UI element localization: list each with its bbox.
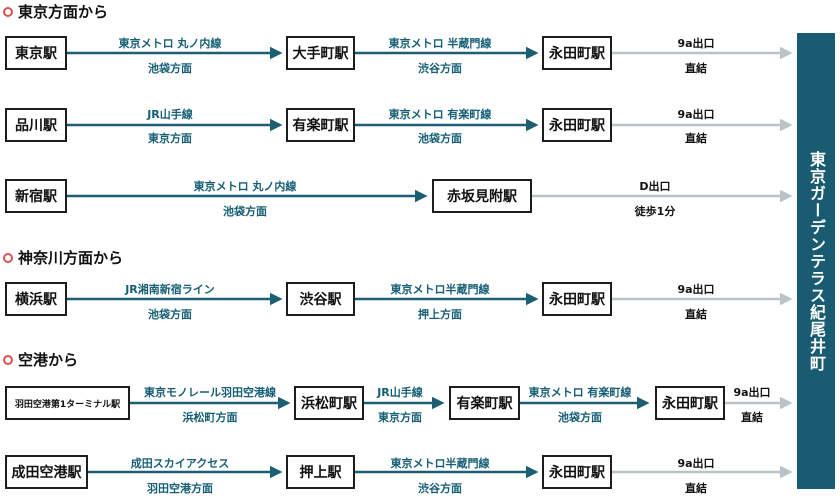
station-box: 有楽町駅 bbox=[449, 386, 520, 420]
line-label: 東京メトロ半蔵門線 bbox=[390, 457, 490, 470]
line-label: JR山手線 bbox=[147, 108, 193, 121]
line-label: JR山手線 bbox=[377, 386, 423, 399]
exit-label: 9a出口 bbox=[733, 386, 771, 399]
station-box: 横浜駅 bbox=[5, 282, 67, 316]
destination-box: 東京ガーデンテラス紀尾井町 bbox=[797, 33, 835, 489]
circle-marker-icon bbox=[3, 252, 13, 263]
exit-label: 9a出口 bbox=[677, 37, 715, 50]
station-box: 押上駅 bbox=[286, 455, 355, 489]
line-label: 成田スカイアクセス bbox=[130, 457, 230, 470]
direction-label: 押上方面 bbox=[418, 308, 462, 321]
station-box: 有楽町駅 bbox=[286, 108, 355, 142]
access-label: 直結 bbox=[685, 308, 707, 321]
station-box: 永田町駅 bbox=[542, 108, 612, 142]
direction-label: 渋谷方面 bbox=[418, 62, 462, 75]
section-title: 東京方面から bbox=[18, 3, 109, 21]
station-box: 成田空港駅 bbox=[5, 455, 88, 489]
section-header-tokyo: 東京方面から bbox=[3, 1, 108, 22]
direction-label: 渋谷方面 bbox=[418, 482, 462, 495]
access-label: 直結 bbox=[741, 411, 763, 424]
station-box: 新宿駅 bbox=[5, 179, 67, 213]
circle-marker-icon bbox=[3, 6, 13, 17]
line-label: 東京メトロ半蔵門線 bbox=[390, 283, 490, 296]
circle-marker-icon bbox=[3, 354, 13, 365]
direction-label: 東京方面 bbox=[378, 411, 422, 424]
exit-label: 9a出口 bbox=[677, 283, 715, 296]
line-label: 東京メトロ 丸ノ内線 bbox=[118, 37, 222, 50]
station-box: 永田町駅 bbox=[542, 36, 612, 70]
direction-label: 池袋方面 bbox=[223, 205, 267, 218]
direction-label: 池袋方面 bbox=[558, 411, 602, 424]
line-label: 東京メトロ 丸ノ内線 bbox=[193, 180, 297, 193]
exit-label: 9a出口 bbox=[677, 108, 715, 121]
direction-label: 羽田空港方面 bbox=[147, 482, 213, 495]
line-label: 東京メトロ 半蔵門線 bbox=[388, 37, 492, 50]
station-box: 浜松町駅 bbox=[294, 386, 364, 420]
direction-label: 池袋方面 bbox=[148, 308, 192, 321]
direction-label: 浜松町方面 bbox=[182, 411, 238, 424]
access-label: 直結 bbox=[685, 132, 707, 145]
station-box: 大手町駅 bbox=[286, 36, 355, 70]
section-title: 空港から bbox=[18, 351, 79, 369]
direction-label: 池袋方面 bbox=[148, 62, 192, 75]
access-label: 徒歩1分 bbox=[634, 205, 676, 218]
station-box: 品川駅 bbox=[5, 108, 67, 142]
exit-label: 9a出口 bbox=[677, 457, 715, 470]
station-box: 東京駅 bbox=[5, 36, 67, 70]
line-label: 東京メトロ 有楽町線 bbox=[388, 108, 492, 121]
station-box: 永田町駅 bbox=[542, 282, 612, 316]
access-label: 直結 bbox=[685, 62, 707, 75]
section-title: 神奈川方面から bbox=[18, 249, 124, 267]
line-label: 東京メトロ 有楽町線 bbox=[528, 386, 632, 399]
station-box: 赤坂見附駅 bbox=[432, 179, 532, 213]
exit-label: D出口 bbox=[639, 180, 671, 193]
station-box: 永田町駅 bbox=[655, 386, 725, 420]
access-label: 直結 bbox=[685, 482, 707, 495]
section-header-airport: 空港から bbox=[3, 349, 78, 370]
line-label: 東京モノレール羽田空港線 bbox=[144, 386, 276, 399]
section-header-kanagawa: 神奈川方面から bbox=[3, 247, 123, 268]
direction-label: 東京方面 bbox=[148, 132, 192, 145]
station-box: 永田町駅 bbox=[542, 455, 612, 489]
station-box: 渋谷駅 bbox=[286, 282, 355, 316]
station-box: 羽田空港第1ターミナル駅 bbox=[5, 386, 130, 420]
line-label: JR湘南新宿ライン bbox=[125, 283, 215, 296]
direction-label: 池袋方面 bbox=[418, 132, 462, 145]
